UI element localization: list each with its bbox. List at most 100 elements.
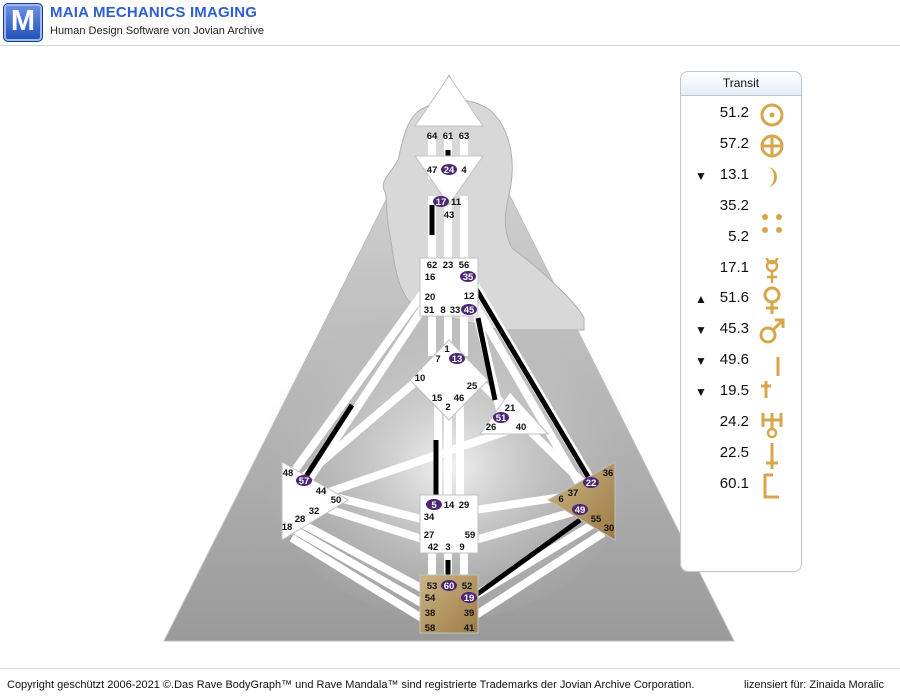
gate-41: 41	[464, 623, 475, 634]
g-center	[409, 339, 489, 421]
gate-7: 7	[435, 354, 440, 365]
gate-14: 14	[444, 500, 455, 511]
transit-value: 57.2	[719, 134, 749, 152]
gate-30: 30	[604, 523, 615, 534]
gate-64: 64	[427, 131, 438, 142]
transit-row: ▼45.3	[681, 316, 801, 348]
gate-61: 61	[443, 131, 454, 142]
gate-highlight	[460, 271, 476, 282]
gate-28: 28	[295, 514, 306, 525]
gate-6: 6	[558, 494, 563, 505]
app-subtitle: Human Design Software von Jovian Archive	[50, 25, 264, 37]
gate-60: 60	[444, 581, 455, 592]
gate-highlight	[441, 164, 457, 175]
gate-32: 32	[309, 506, 320, 517]
gate-10: 10	[415, 373, 426, 384]
gate-24: 24	[444, 165, 455, 176]
gate-36: 36	[603, 468, 614, 479]
license-text: lizensiert für: Zinaida Moralic	[744, 679, 884, 691]
gate-highlight	[572, 504, 588, 515]
transit-value: 5.2	[728, 227, 749, 245]
transit-value: 51.6	[719, 289, 749, 307]
gate-47: 47	[427, 165, 438, 176]
transit-row: ▼19.5	[681, 378, 801, 410]
gate-27: 27	[424, 530, 435, 541]
transit-value: 35.2	[719, 196, 749, 214]
transit-row: 24.2	[681, 409, 801, 441]
gate-34: 34	[424, 512, 435, 523]
gate-58: 58	[425, 623, 436, 634]
moon-icon	[757, 162, 787, 192]
gate-29: 29	[459, 500, 470, 511]
gate-highlight	[493, 412, 509, 423]
gate-33: 33	[450, 305, 461, 316]
transit-title: Transit	[681, 72, 801, 96]
gate-16: 16	[425, 272, 436, 283]
earth-icon	[757, 131, 787, 161]
transit-value: 51.2	[719, 104, 749, 121]
gate-9: 9	[459, 542, 464, 553]
gate-35: 35	[463, 272, 474, 283]
gate-17: 17	[436, 197, 447, 208]
gate-3: 3	[445, 542, 450, 553]
defined-channel-segments	[302, 150, 593, 598]
gate-highlight	[583, 477, 599, 488]
transit-row: 60.1	[681, 471, 801, 503]
transit-value: 60.1	[719, 474, 749, 492]
gate-43: 43	[444, 210, 455, 221]
gate-highlight	[433, 196, 449, 207]
gate-2: 2	[445, 402, 450, 413]
gate-15: 15	[432, 393, 443, 404]
gate-12: 12	[464, 291, 475, 302]
gate-54: 54	[425, 593, 436, 604]
gate-21: 21	[505, 403, 516, 414]
transit-value: 17.1	[719, 258, 749, 276]
transit-direction: ▲	[695, 292, 707, 307]
footer: Copyright geschützt 2006-2021 ©.Das Rave…	[0, 668, 900, 700]
copyright-text: Copyright geschützt 2006-2021 ©.Das Rave…	[7, 679, 695, 691]
gate-1: 1	[444, 344, 450, 355]
uranus-icon	[757, 409, 787, 439]
south-node-icon	[757, 224, 787, 254]
transit-direction: ▼	[695, 385, 707, 400]
head-center	[414, 75, 484, 127]
gate-59: 59	[465, 530, 476, 541]
transit-value: 13.1	[719, 165, 749, 183]
gate-52: 52	[462, 581, 473, 592]
neptune-icon	[757, 440, 787, 470]
gate-highlight	[296, 475, 312, 486]
transit-value: 24.2	[719, 413, 749, 430]
gate-38: 38	[425, 608, 436, 619]
gate-44: 44	[316, 486, 327, 497]
gate-highlight	[426, 499, 442, 510]
transit-value: 45.3	[719, 320, 749, 338]
ajna-center	[414, 155, 484, 206]
gate-8: 8	[440, 305, 445, 316]
gate-23: 23	[443, 260, 454, 271]
transit-row: ▼13.1	[681, 162, 801, 194]
gate-highlight	[441, 580, 457, 591]
transit-row: 51.2	[681, 100, 801, 132]
north-node-icon	[757, 193, 787, 223]
gate-22: 22	[586, 478, 597, 489]
gate-37: 37	[568, 488, 579, 499]
mercury-icon	[757, 255, 787, 285]
app-title: MAIA MECHANICS IMAGING	[50, 4, 258, 21]
gate-19: 19	[464, 593, 475, 604]
gate-42: 42	[428, 542, 439, 553]
app-header: M MAIA MECHANICS IMAGING Human Design So…	[0, 0, 900, 46]
gate-18: 18	[282, 522, 293, 533]
gate-63: 63	[459, 131, 470, 142]
transit-direction: ▼	[695, 354, 707, 369]
transit-row: 5.2	[681, 224, 801, 256]
gate-50: 50	[331, 495, 342, 506]
gate-39: 39	[464, 608, 475, 619]
gate-11: 11	[451, 197, 462, 208]
transit-row: 22.5	[681, 440, 801, 472]
gate-25: 25	[467, 381, 478, 392]
gate-45: 45	[464, 305, 475, 316]
gate-highlight	[461, 592, 477, 603]
gate-53: 53	[427, 581, 438, 592]
jupiter-icon	[757, 347, 787, 377]
